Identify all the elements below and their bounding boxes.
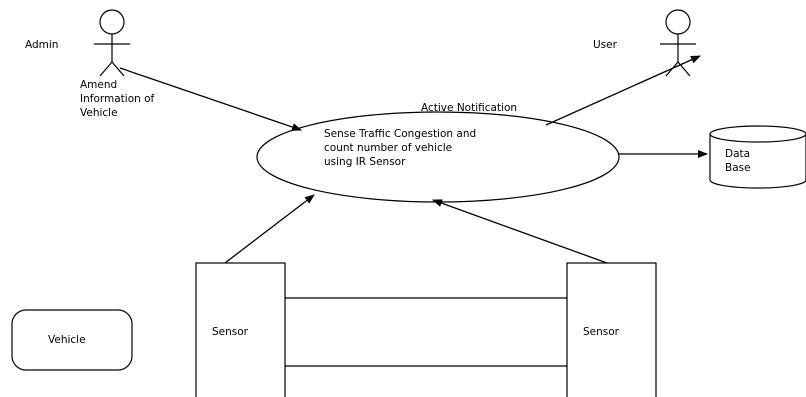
left-sensor-to-usecase-arrow [224, 194, 315, 264]
left-sensor-box [195, 262, 286, 397]
vehicle-box [11, 309, 133, 371]
database-icon [709, 125, 806, 189]
vehicle-label: Vehicle [48, 334, 86, 346]
right-sensor-label: Sensor [583, 326, 619, 338]
user-actor-icon [660, 9, 696, 77]
database-label: Data Base [725, 148, 751, 174]
admin-action-label: Amend Information of Vehicle [80, 79, 155, 119]
admin-actor-icon [94, 9, 130, 77]
right-sensor-box [566, 262, 657, 397]
usecase-to-user-arrow [545, 55, 701, 126]
user-label: User [593, 39, 617, 51]
left-sensor-label: Sensor [212, 326, 248, 338]
admin-to-usecase-arrow [119, 67, 302, 131]
right-sensor-to-usecase-arrow [432, 199, 608, 264]
use-case-label: Sense Traffic Congestion and count numbe… [324, 128, 477, 168]
admin-label: Admin [25, 39, 59, 51]
active-notification-label: Active Notification [421, 102, 518, 114]
